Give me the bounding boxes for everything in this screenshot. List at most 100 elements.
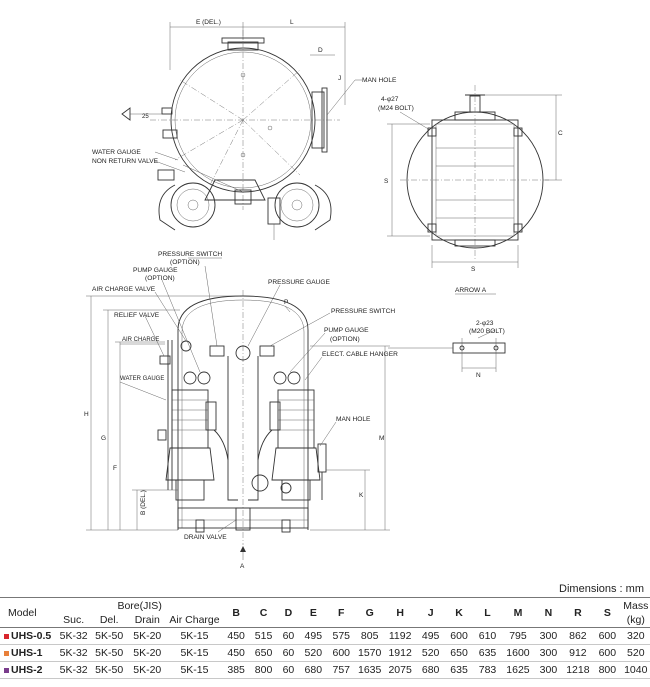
header-h: H xyxy=(383,597,417,628)
top-view: E (DEL.) L D J 25 xyxy=(92,19,397,240)
dimension-cell: 600 xyxy=(598,647,617,659)
dim-h: H xyxy=(84,411,89,418)
label-water-gauge: WATER GAUGE xyxy=(120,376,164,382)
label-option-3: (OPTION) xyxy=(330,336,360,343)
dimension-cell: 800 xyxy=(598,664,617,676)
bore-cell: 5K-32 xyxy=(59,630,88,642)
model-color-marker xyxy=(4,667,9,673)
label-elect-cable-hanger: ELECT. CABLE HANGER xyxy=(322,351,398,358)
dimension-cell: 600 xyxy=(332,647,351,659)
dim-d: D xyxy=(318,47,323,54)
dimension-cell: 862 xyxy=(569,630,587,642)
mass-cell: 1040 xyxy=(624,664,648,676)
bore-cell: 5K-15 xyxy=(180,630,209,642)
dim-g: G xyxy=(101,435,106,442)
header-b: B xyxy=(222,597,250,628)
dim-25: 25 xyxy=(142,114,149,120)
label-relief-valve: RELIEF VALVE xyxy=(114,312,160,319)
dimension-cell: 680 xyxy=(421,664,440,676)
dimension-cell: 600 xyxy=(450,630,468,642)
dimension-cell: 783 xyxy=(478,664,497,676)
dimension-cell: 800 xyxy=(254,664,273,676)
dimension-cell: 635 xyxy=(478,647,497,659)
header-del: Del. xyxy=(90,613,128,628)
dim-f: F xyxy=(113,465,117,472)
header-r: R xyxy=(562,597,594,628)
label-pump-gauge-option: PUMP GAUGE xyxy=(133,267,178,274)
dim-s-vertical: S xyxy=(384,178,389,185)
header-mass-unit: (kg) xyxy=(621,613,650,628)
dimension-cell: 1625 xyxy=(506,664,530,676)
header-l: L xyxy=(473,597,502,628)
dimension-cell: 635 xyxy=(450,664,468,676)
dimension-cell: 60 xyxy=(282,664,295,676)
dimension-cell: 520 xyxy=(304,647,323,659)
bore-cell: 5K-20 xyxy=(133,630,162,642)
dimension-cell: 60 xyxy=(282,647,295,659)
dim-n: N xyxy=(476,372,481,379)
bore-cell: 5K-15 xyxy=(180,664,209,676)
dim-b-del: B (DEL.) xyxy=(140,490,147,515)
dimensions-caption: Dimensions : mm xyxy=(559,583,644,595)
model-color-marker xyxy=(4,633,9,639)
dimension-cell: 515 xyxy=(254,630,273,642)
mass-cell: 520 xyxy=(627,647,645,659)
header-air-charge: Air Charge xyxy=(166,613,223,628)
header-k: K xyxy=(444,597,474,628)
mass-cell: 320 xyxy=(627,630,645,642)
label-non-return-valve: NON RETURN VALVE xyxy=(92,158,159,165)
header-g: G xyxy=(355,597,384,628)
model-cell: UHS-0.5 xyxy=(0,628,57,645)
dimension-cell: 1635 xyxy=(358,664,382,676)
label-bolt-size: (M24 BOLT) xyxy=(378,105,414,112)
dimension-cell: 575 xyxy=(332,630,351,642)
dimension-cell: 1570 xyxy=(358,647,382,659)
dimension-cell: 495 xyxy=(304,630,323,642)
dim-s-horizontal: S xyxy=(471,266,476,273)
dimension-cell: 1192 xyxy=(388,630,412,642)
label-pressure-gauge: PRESSURE GAUGE xyxy=(268,279,331,286)
label-man-hole: MAN HOLE xyxy=(336,416,371,423)
bore-cell: 5K-20 xyxy=(133,647,162,659)
label-option-1: (OPTION) xyxy=(170,259,200,266)
dim-e-del: E (DEL.) xyxy=(196,19,221,26)
dimension-table: Model Bore(JIS) B C D E F G H J K L M N … xyxy=(0,597,650,679)
dimension-cell: 450 xyxy=(227,630,245,642)
dimension-cell: 805 xyxy=(360,630,379,642)
header-m: M xyxy=(501,597,535,628)
model-name: UHS-0.5 xyxy=(11,630,52,642)
dimension-cell: 912 xyxy=(569,647,587,659)
model-name: UHS-2 xyxy=(11,664,43,676)
label-pressure-switch-option: PRESSURE SWITCH xyxy=(158,251,222,258)
table-header-row: Model Bore(JIS) B C D E F G H J K L M N … xyxy=(0,597,650,628)
label-water-gauge-top: WATER GAUGE xyxy=(92,149,141,156)
header-c: C xyxy=(249,597,278,628)
dimension-cell: 300 xyxy=(539,630,558,642)
table-body: UHS-0.5 5K-32 5K-50 5K-20 5K-15 450 515 60 495 57… xyxy=(0,628,650,679)
dimension-cell: 300 xyxy=(539,664,558,676)
model-name: UHS-1 xyxy=(11,647,43,659)
model-cell: UHS-1 xyxy=(0,645,57,662)
dim-j: J xyxy=(338,75,341,82)
bore-cell: 5K-50 xyxy=(95,647,124,659)
dimension-cell: 757 xyxy=(332,664,351,676)
dim-k: K xyxy=(359,492,364,499)
label-anchor-bolt: (M20 BOLT) xyxy=(469,328,505,335)
dimension-cell: 1218 xyxy=(566,664,590,676)
header-drain: Drain xyxy=(127,613,167,628)
dim-c: C xyxy=(558,130,563,137)
dimension-cell: 385 xyxy=(227,664,245,676)
dimension-cell: 1600 xyxy=(506,647,530,659)
dimension-cell: 520 xyxy=(421,647,440,659)
bore-cell: 5K-50 xyxy=(95,630,124,642)
header-j: J xyxy=(416,597,445,628)
dimension-cell: 2075 xyxy=(388,664,412,676)
label-pressure-switch: PRESSURE SWITCH xyxy=(331,308,395,315)
table-subheader-row: Suc. Del. Drain Air Charge (kg) xyxy=(0,613,650,628)
dimension-cell: 300 xyxy=(539,647,558,659)
header-e: E xyxy=(299,597,328,628)
dimension-cell: 450 xyxy=(227,647,245,659)
bore-cell: 5K-32 xyxy=(59,647,88,659)
model-cell: UHS-2 xyxy=(0,662,57,679)
